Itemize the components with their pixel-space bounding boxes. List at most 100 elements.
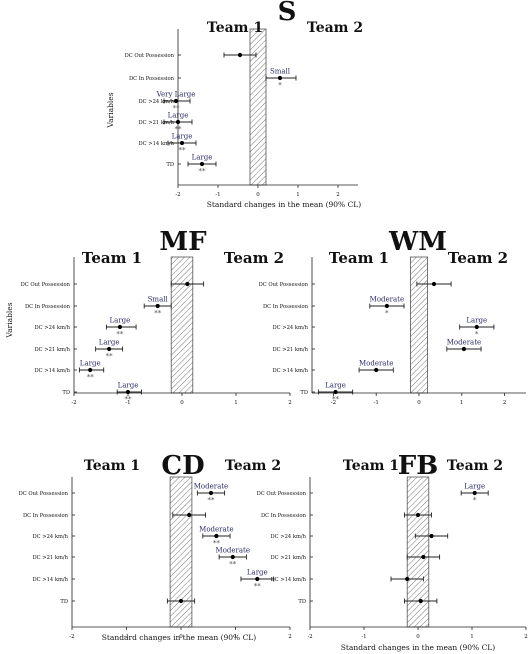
effect-size-label: Large [464, 483, 485, 491]
variable-label: DC >14 km/h [272, 368, 308, 374]
mean-point [208, 490, 214, 496]
panel-title: WM [388, 227, 447, 257]
mean-point [405, 576, 410, 582]
variable-label: DC In Possession [23, 513, 69, 519]
x-tick-label: 2 [288, 400, 292, 406]
effect-size-label: Small [270, 68, 291, 76]
significance-label: ** [175, 126, 183, 134]
variable-label: DC >21 km/h [32, 555, 68, 561]
x-tick-label: -1 [374, 400, 379, 406]
trivial-band [406, 476, 430, 628]
variable-label: DC >21 km/h [138, 120, 174, 126]
x-tick-label: -1 [215, 192, 220, 198]
significance-label: ** [207, 497, 215, 505]
mean-point [384, 303, 389, 309]
x-tick-label: 0 [180, 400, 184, 406]
x-tick-label: 2 [503, 400, 507, 406]
effect-size-label: Large [110, 317, 131, 325]
mean-point [125, 389, 131, 395]
variable-label: DC Out Possession [125, 53, 175, 59]
variable-label: DC >14 km/h [34, 368, 70, 374]
variable-label: DC >24 km/h [272, 325, 308, 331]
team-left-label: Team 1 [84, 458, 140, 474]
significance-label: * [278, 82, 282, 90]
x-tick-label: -1 [361, 634, 366, 640]
x-tick-label: -2 [69, 634, 74, 640]
variable-label: DC In Possession [263, 304, 309, 310]
mean-point [474, 324, 479, 330]
x-tick-label: 0 [417, 400, 421, 406]
significance-label: ** [106, 353, 114, 361]
variable-label: DC Out Possession [257, 491, 307, 497]
mean-point [374, 367, 379, 373]
variable-label: DC >14 km/h [138, 141, 174, 147]
trivial-band [249, 28, 267, 186]
mean-point [117, 324, 122, 330]
x-tick-label: 2 [336, 192, 340, 198]
effect-size-label: Large [172, 133, 193, 141]
effect-size-label: Moderate [447, 339, 481, 347]
effect-size-label: Moderate [216, 547, 250, 555]
variable-label: TD [166, 162, 174, 168]
significance-label: ** [179, 147, 187, 155]
variable-label: DC >24 km/h [270, 534, 306, 540]
variable-label: DC >14 km/h [270, 577, 306, 583]
x-axis-title: Standard changes in the mean (90% CL) [102, 633, 257, 642]
variable-label: DC >24 km/h [32, 534, 68, 540]
effect-size-label: Very Large [156, 91, 196, 99]
variable-label: DC In Possession [129, 76, 175, 82]
x-tick-label: -2 [71, 400, 76, 406]
x-tick-label: 2 [524, 634, 528, 640]
mean-point [421, 554, 426, 560]
mean-point [179, 140, 185, 146]
x-tick-label: 0 [179, 634, 183, 640]
mean-point [333, 389, 338, 395]
x-tick-label: 1 [470, 634, 474, 640]
mean-point [107, 346, 112, 352]
significance-label: * [475, 331, 479, 339]
mean-point [88, 367, 93, 373]
mean-point [230, 554, 235, 560]
x-tick-label: -2 [175, 192, 180, 198]
mean-point [431, 281, 437, 287]
x-tick-label: 0 [416, 634, 420, 640]
variable-label: DC >21 km/h [272, 347, 308, 353]
variable-label: DC >14 km/h [32, 577, 68, 583]
variable-label: DC >24 km/h [34, 325, 70, 331]
team-left-label: Team 1 [329, 249, 389, 267]
mean-point [415, 512, 421, 518]
significance-label: * [473, 497, 477, 505]
significance-label: ** [229, 561, 237, 569]
mean-point [214, 533, 219, 539]
panel-title: CD [161, 451, 204, 481]
variable-label: TD [62, 390, 70, 396]
significance-label: ** [173, 105, 181, 113]
x-tick-label: -2 [307, 634, 312, 640]
team-left-label: Team 1 [82, 249, 142, 267]
variable-label: DC >24 km/h [138, 99, 174, 105]
x-tick-label: 0 [256, 192, 260, 198]
team-right-label: Team 2 [307, 20, 363, 36]
x-tick-label: 1 [234, 634, 238, 640]
mean-point [429, 533, 434, 539]
effect-size-label: Moderate [370, 296, 404, 304]
mean-point [185, 281, 190, 287]
panel-title: S [278, 0, 297, 27]
variable-label: TD [300, 390, 308, 396]
mean-point [461, 346, 467, 352]
x-tick-label: -1 [124, 634, 129, 640]
effect-size-label: Small [148, 296, 169, 304]
x-tick-label: 1 [234, 400, 238, 406]
significance-label: ** [332, 396, 340, 404]
effect-size-label: Moderate [199, 526, 233, 534]
variable-label: DC Out Possession [21, 282, 71, 288]
mean-point [255, 576, 260, 582]
team-left-label: Team 1 [343, 458, 399, 474]
effect-size-label: Large [80, 360, 101, 368]
significance-label: ** [254, 583, 262, 591]
